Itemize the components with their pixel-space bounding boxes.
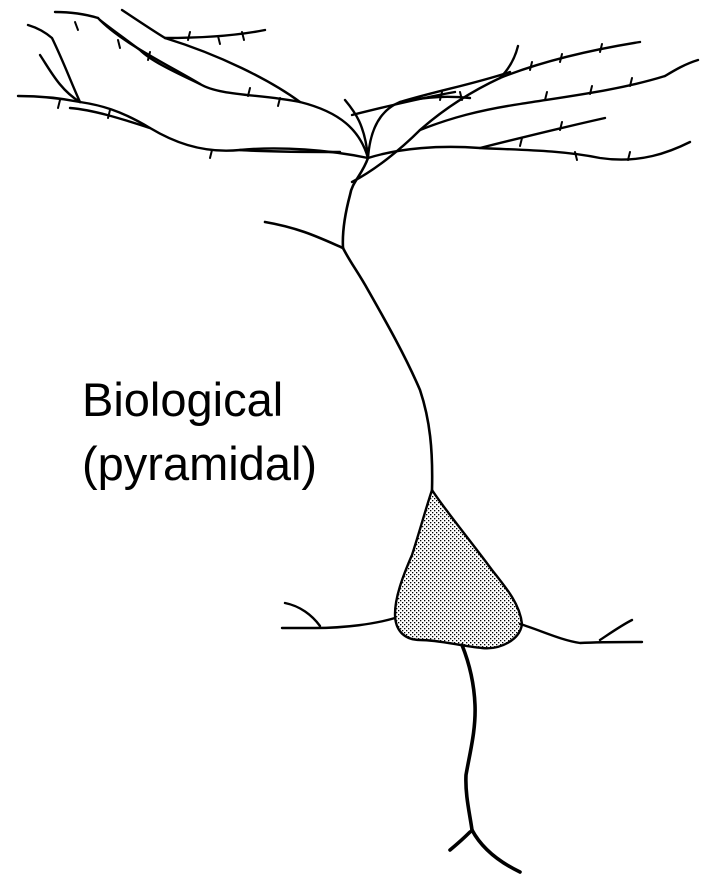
basal-dendrite-left: [282, 603, 395, 628]
caption-line-1: Biological: [82, 368, 317, 432]
apical-dendrite-tree-right: [345, 42, 698, 182]
dendritic-spines: [58, 22, 632, 160]
soma: [395, 490, 522, 648]
neuron-type-caption: Biological (pyramidal): [82, 368, 317, 496]
basal-dendrite-right: [520, 620, 642, 643]
apical-dendrite-tree-left: [18, 10, 368, 158]
axon: [450, 645, 520, 872]
caption-line-2: (pyramidal): [82, 432, 317, 496]
